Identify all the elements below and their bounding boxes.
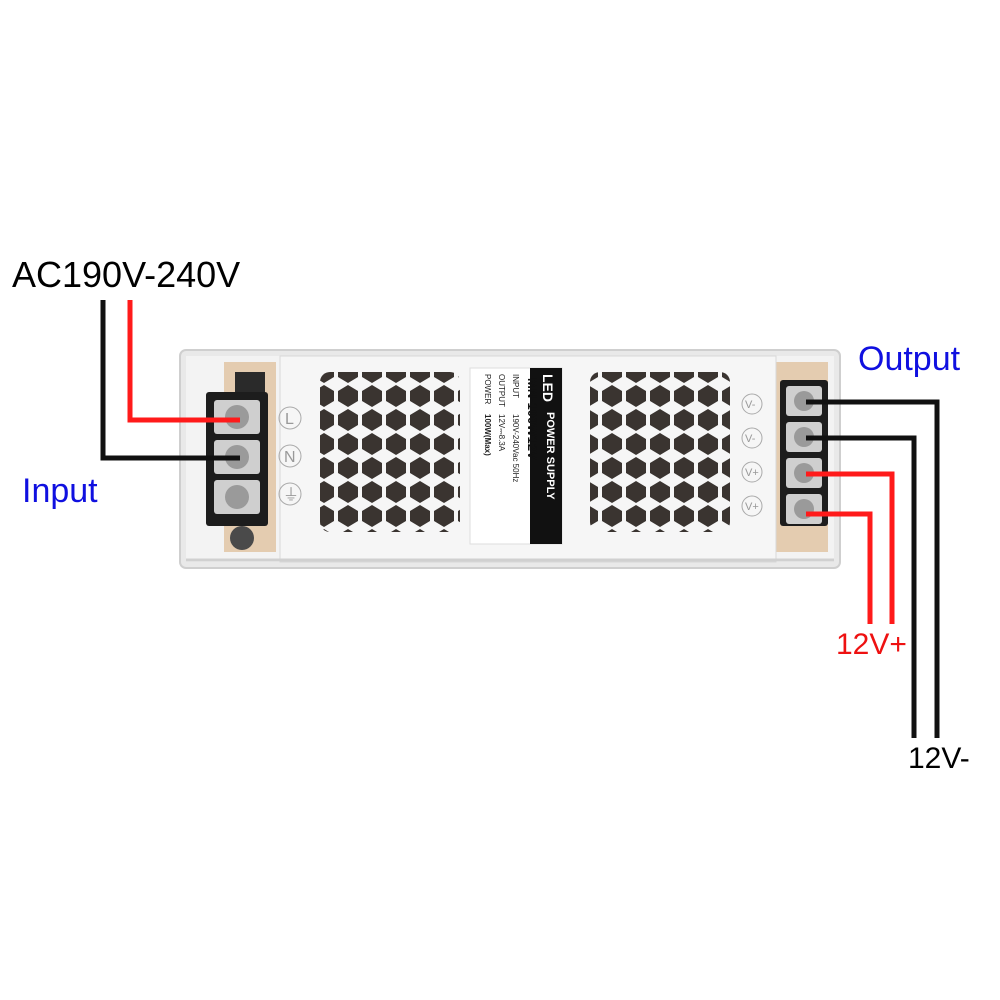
- wire-input-black: [100, 300, 240, 461]
- terminal-label-n: N: [284, 449, 296, 466]
- spec-row-power-name: POWER: [483, 374, 492, 405]
- terminal-label-vplus-2: V+: [745, 501, 759, 513]
- input-label: Input: [22, 472, 98, 510]
- label-sticker: LED POWER SUPPLY MN-100W12V INPUT 190V-2…: [470, 368, 562, 544]
- spec-row-power-value: 100W(Max): [483, 414, 492, 456]
- wire-output-red-2: [806, 511, 873, 624]
- wire-output-black-1: [806, 399, 940, 738]
- output-label: Output: [858, 340, 961, 378]
- terminal-label-vminus-2: V-: [745, 433, 756, 445]
- positive-output-label: 12V+: [836, 628, 907, 661]
- vent-grid-right: [590, 372, 730, 532]
- vent-grid-left: [320, 372, 460, 532]
- output-terminal-block: [780, 380, 828, 526]
- spec-row-output-value: 12V⎓8.3A: [497, 414, 506, 452]
- negative-output-label: 12V-: [908, 742, 970, 775]
- label-sticker-dark-strip: [530, 368, 562, 544]
- terminal-label-vplus-1: V+: [745, 467, 759, 479]
- terminal-label-vminus-1: V-: [745, 399, 756, 411]
- terminal-label-l: L: [285, 411, 294, 428]
- brand-text: LED: [540, 374, 556, 402]
- wire-output-black-2: [806, 435, 917, 738]
- input-voltage-label: AC190V-240V: [12, 254, 241, 295]
- spec-row-input-value: 190V-240Vac 50Hz: [511, 414, 520, 483]
- model-text: MN-100W12V: [525, 378, 540, 460]
- spec-row-output-name: OUTPUT: [497, 374, 506, 407]
- spec-row-input-name: INPUT: [511, 374, 520, 398]
- wire-input-red: [127, 300, 240, 423]
- product-type-text: POWER SUPPLY: [544, 412, 556, 500]
- wire-output-red-1: [806, 471, 895, 624]
- terminal-label-ground: ⏚: [283, 486, 299, 504]
